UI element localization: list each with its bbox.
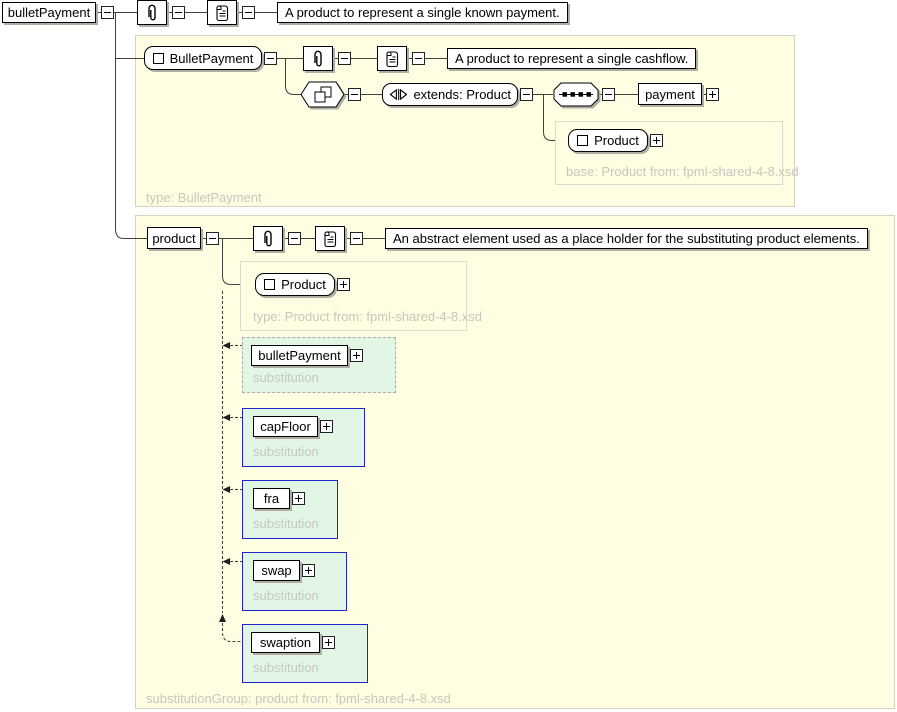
element-box-bulletpayment[interactable]: bulletPayment <box>251 345 348 366</box>
element-box-capfloor[interactable]: capFloor <box>253 416 318 437</box>
extension-icon <box>389 88 408 101</box>
element-box-swap[interactable]: swap <box>253 560 300 581</box>
substitution-row: swap substitution <box>242 552 347 611</box>
collapse-toggle[interactable] <box>520 88 533 101</box>
substitution-row: fra substitution <box>242 480 338 539</box>
substitution-row: bulletPayment substitution <box>242 337 396 393</box>
panel-type-caption: type: BulletPayment <box>146 190 262 205</box>
complextype-square-icon <box>577 135 589 146</box>
collapse-toggle[interactable] <box>206 232 219 245</box>
annotation-text-box: An abstract element used as a place hold… <box>385 228 868 249</box>
collapse-toggle[interactable] <box>412 52 425 65</box>
collapse-toggle[interactable] <box>264 52 277 65</box>
expand-toggle[interactable] <box>292 492 305 505</box>
complextype-box-bulletpayment[interactable]: BulletPayment <box>144 46 262 70</box>
substitution-caption: substitution <box>253 444 319 459</box>
annotation-paperclip-icon <box>303 46 333 71</box>
panel-substitutiongroup-caption: substitutionGroup: product from: fpml-sh… <box>146 691 451 706</box>
complextype-square-icon <box>152 52 164 64</box>
type-ref-caption: type: Product from: fpml-shared-4-8.xsd <box>253 309 483 324</box>
substitution-caption: substitution <box>253 660 319 675</box>
base-type-area: Product base: Product from: fpml-shared-… <box>555 121 799 185</box>
element-box-swaption[interactable]: swaption <box>251 632 320 653</box>
expand-toggle[interactable] <box>337 278 350 291</box>
type-box-label: Product <box>594 133 639 148</box>
extension-box[interactable]: extends: Product <box>382 83 518 106</box>
element-box-product[interactable]: product <box>147 227 201 249</box>
collapse-toggle[interactable] <box>350 232 363 245</box>
substitution-caption: substitution <box>253 516 319 531</box>
collapse-toggle[interactable] <box>348 88 361 101</box>
documentation-scroll-icon <box>315 226 345 251</box>
collapse-toggle[interactable] <box>101 6 114 19</box>
type-box-product[interactable]: Product <box>568 129 648 152</box>
substitution-row: capFloor substitution <box>242 408 365 467</box>
annotation-text-box: A product to represent a single cashflow… <box>447 48 697 69</box>
complextype-label: BulletPayment <box>169 50 254 66</box>
substitution-caption: substitution <box>253 370 319 385</box>
element-box-payment[interactable]: payment <box>638 83 702 105</box>
expand-toggle[interactable] <box>322 636 335 649</box>
collapse-toggle[interactable] <box>172 6 185 19</box>
collapse-toggle[interactable] <box>288 232 301 245</box>
documentation-scroll-icon <box>377 46 407 71</box>
collapse-toggle[interactable] <box>242 6 255 19</box>
annotation-paperclip-icon <box>253 226 283 251</box>
substitution-row: swaption substitution <box>242 624 368 683</box>
type-ref-area: Product type: Product from: fpml-shared-… <box>240 261 482 331</box>
expand-toggle[interactable] <box>650 134 663 147</box>
expand-toggle[interactable] <box>302 564 315 577</box>
collapse-toggle[interactable] <box>602 88 615 101</box>
root-element-box[interactable]: bulletPayment <box>2 2 96 23</box>
documentation-scroll-icon <box>207 0 237 25</box>
base-type-caption: base: Product from: fpml-shared-4-8.xsd <box>566 164 799 179</box>
sequence-icon <box>553 82 599 112</box>
expand-toggle[interactable] <box>320 420 333 433</box>
expand-toggle[interactable] <box>706 88 719 101</box>
complexcontent-icon <box>300 81 345 113</box>
element-box-fra[interactable]: fra <box>253 488 290 509</box>
type-box-label: Product <box>281 277 326 292</box>
complextype-square-icon <box>264 279 276 290</box>
type-box-product[interactable]: Product <box>255 273 335 296</box>
extension-label: extends: Product <box>413 87 511 102</box>
collapse-toggle[interactable] <box>338 52 351 65</box>
expand-toggle[interactable] <box>350 349 363 362</box>
annotation-text-box: A product to represent a single known pa… <box>277 2 568 23</box>
annotation-paperclip-icon <box>137 0 167 25</box>
substitution-caption: substitution <box>253 588 319 603</box>
